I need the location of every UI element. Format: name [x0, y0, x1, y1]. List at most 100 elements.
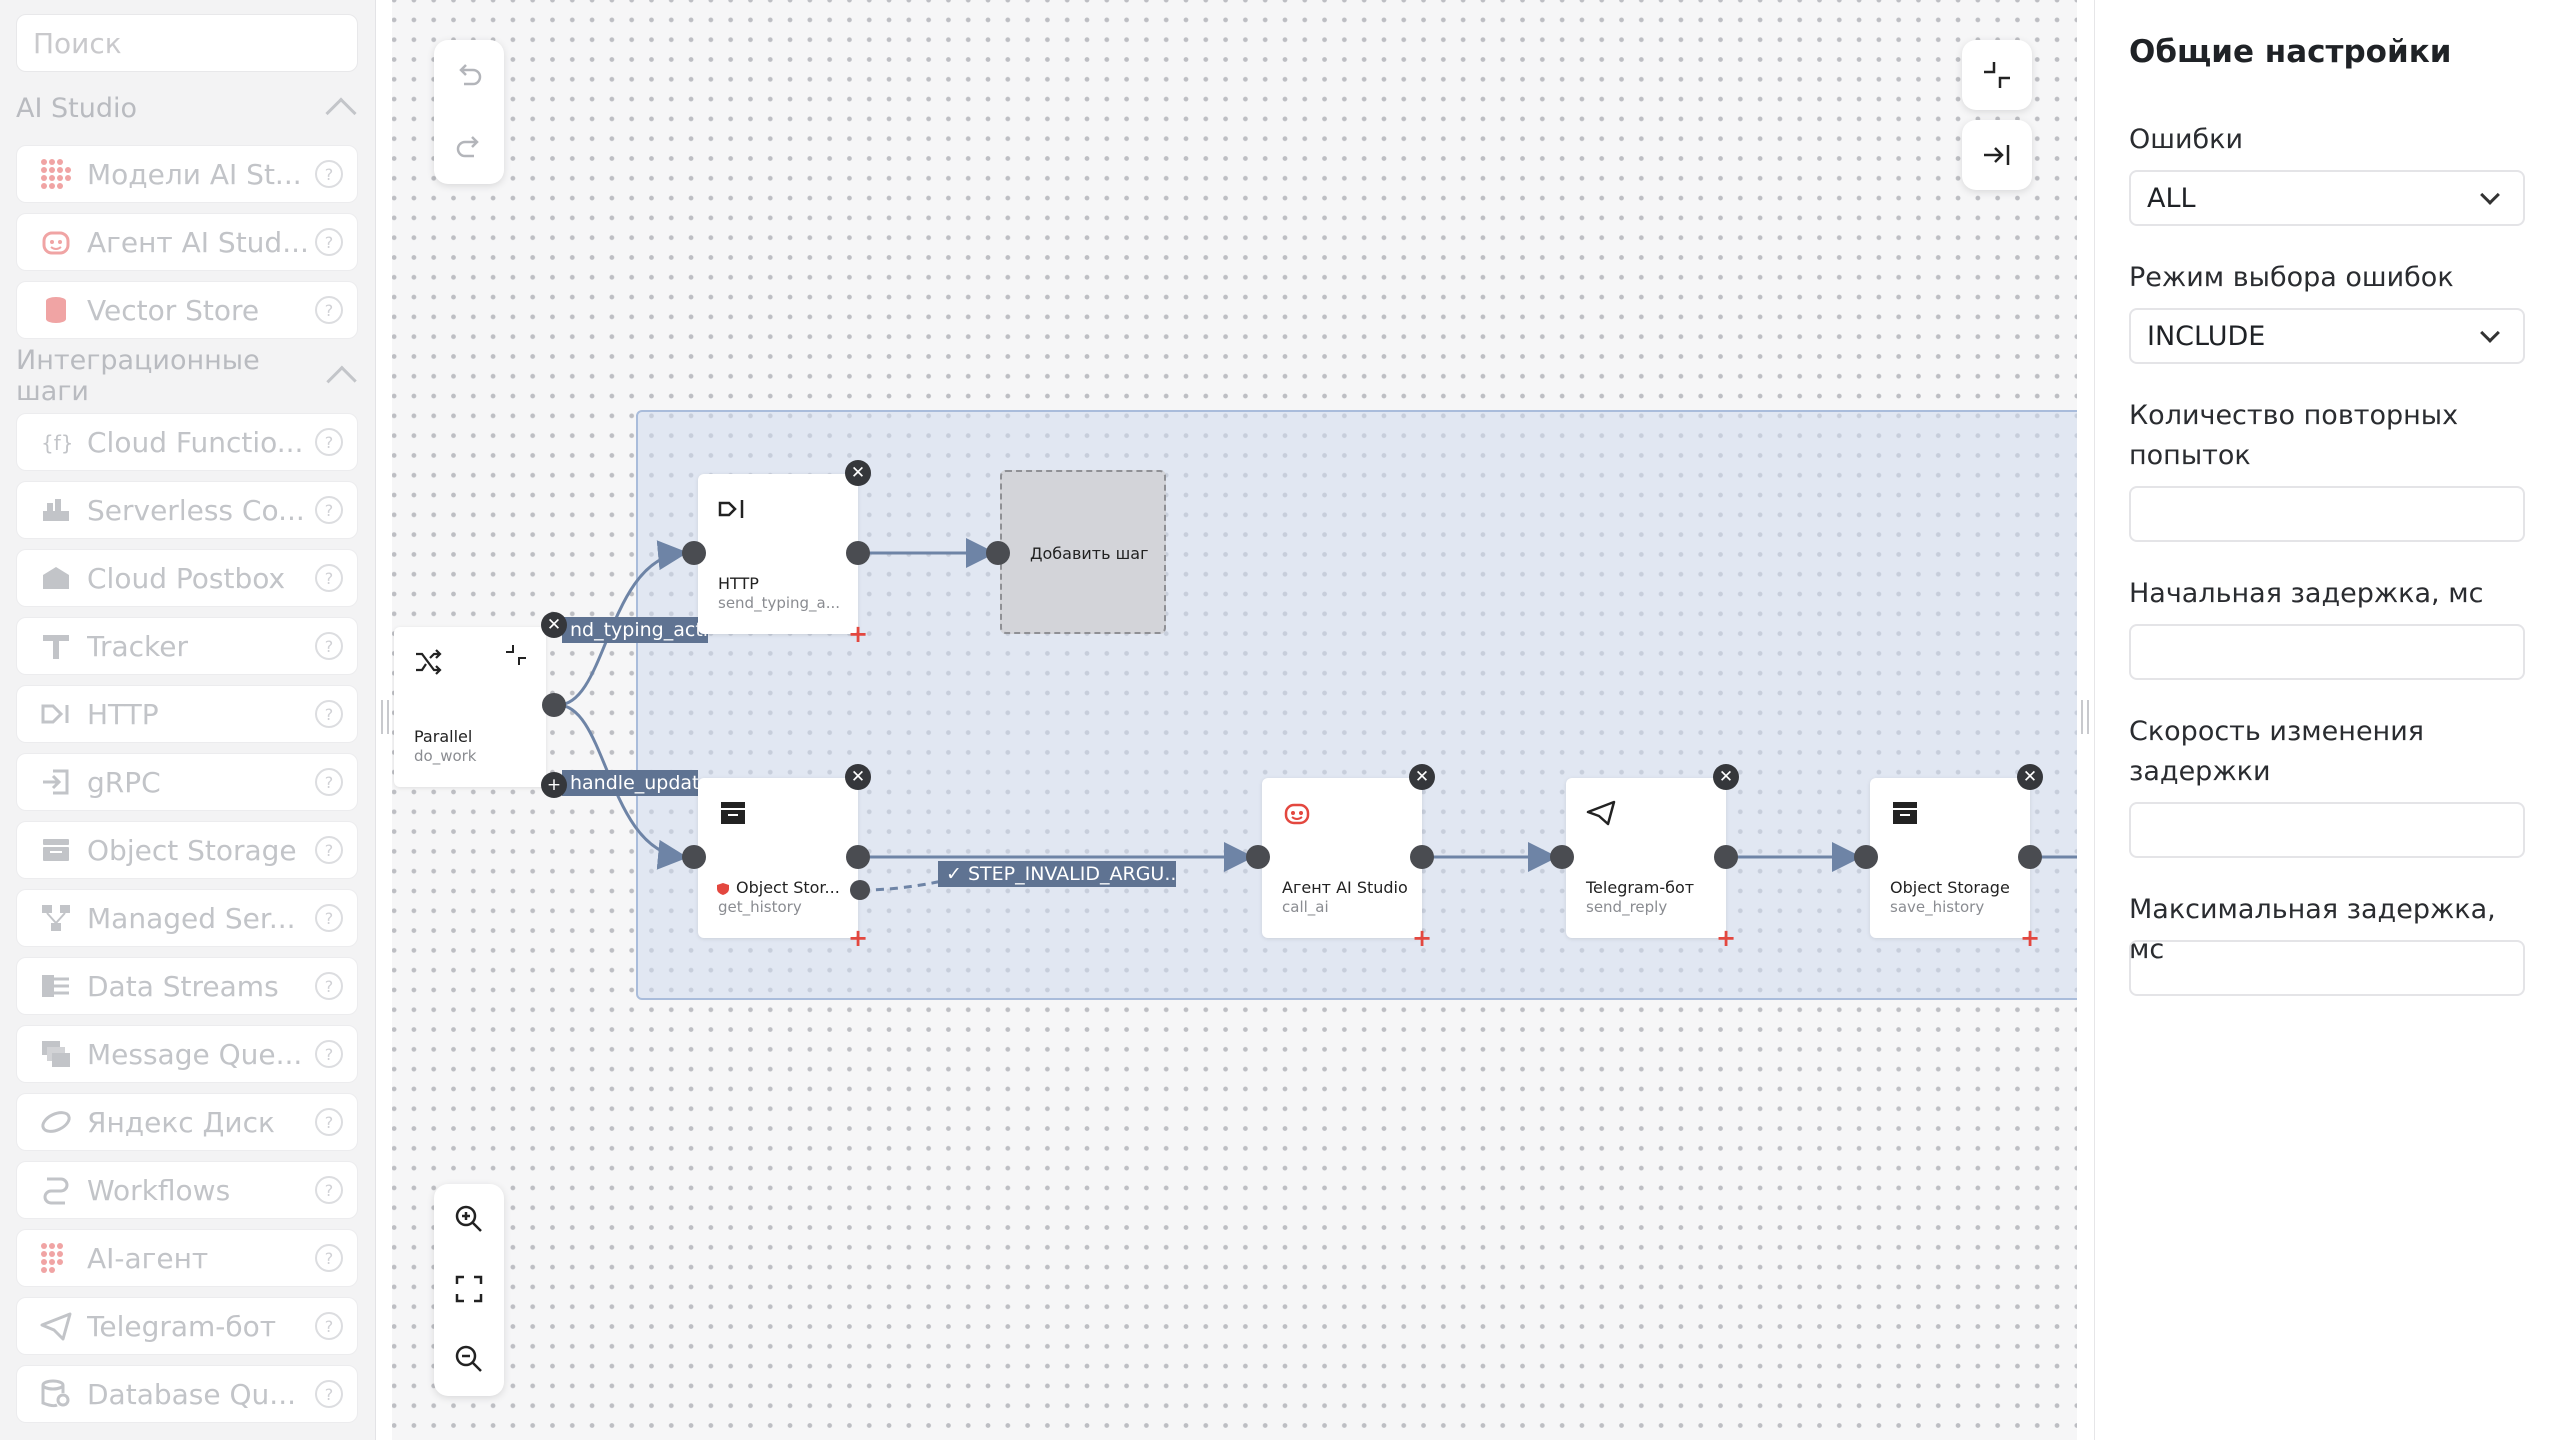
close-icon[interactable]: ✕: [1713, 764, 1739, 790]
palette-item-message-queue[interactable]: Message Que... ?: [16, 1025, 358, 1083]
palette-item-tracker[interactable]: Tracker ?: [16, 617, 358, 675]
palette-item-label: Data Streams: [87, 969, 279, 1003]
hide-panel-button[interactable]: [1962, 120, 2032, 190]
help-icon[interactable]: ?: [315, 1176, 343, 1204]
close-icon[interactable]: ✕: [845, 460, 871, 486]
streams-icon: [39, 969, 73, 1003]
node-subtitle: do_work: [414, 747, 477, 765]
mode-select[interactable]: INCLUDE: [2129, 308, 2525, 364]
palette-item-ai-models[interactable]: Модели AI St... ?: [16, 145, 358, 203]
palette-item-managed-services[interactable]: Managed Ser... ?: [16, 889, 358, 947]
add-branch-icon[interactable]: +: [541, 772, 567, 798]
help-icon[interactable]: ?: [315, 1040, 343, 1068]
input-port[interactable]: [1246, 845, 1270, 869]
help-icon[interactable]: ?: [315, 428, 343, 456]
panel-title: Общие настройки: [2129, 34, 2452, 70]
output-port[interactable]: [1714, 845, 1738, 869]
help-icon[interactable]: ?: [315, 160, 343, 188]
help-icon[interactable]: ?: [315, 228, 343, 256]
palette-item-serverless-containers[interactable]: Serverless Co... ?: [16, 481, 358, 539]
palette-item-database-query[interactable]: Database Qu... ?: [16, 1365, 358, 1423]
collapse-button[interactable]: [1962, 40, 2032, 110]
fit-view-button[interactable]: [434, 1254, 504, 1324]
tracker-icon: [39, 629, 73, 663]
palette-item-yandex-disk[interactable]: Яндекс Диск ?: [16, 1093, 358, 1151]
max-delay-input[interactable]: [2129, 940, 2525, 996]
help-icon[interactable]: ?: [315, 1244, 343, 1272]
add-step-icon[interactable]: +: [1411, 924, 1433, 952]
branch-label[interactable]: nd_typing_actio: [562, 617, 708, 643]
telegram-node[interactable]: Telegram-бот send_reply: [1566, 778, 1726, 938]
paper-plane-icon: [39, 1309, 73, 1343]
retries-input[interactable]: [2129, 486, 2525, 542]
help-icon[interactable]: ?: [315, 768, 343, 796]
error-edge-label[interactable]: ✓ STEP_INVALID_ARGU...: [938, 861, 1176, 887]
right-resize-handle[interactable]: [2081, 700, 2089, 734]
redo-button[interactable]: [434, 110, 504, 180]
parallel-node[interactable]: Parallel do_work: [394, 627, 546, 787]
collapse-icon: [1962, 40, 2032, 110]
save-history-node[interactable]: Object Storage save_history: [1870, 778, 2030, 938]
help-icon[interactable]: ?: [315, 564, 343, 592]
add-step-icon[interactable]: +: [2019, 924, 2041, 952]
error-port[interactable]: [850, 880, 870, 900]
get-history-node[interactable]: Object Stor... get_history: [698, 778, 858, 938]
help-icon[interactable]: ?: [315, 700, 343, 728]
palette-item-vector-store[interactable]: Vector Store ?: [16, 281, 358, 339]
agent-node[interactable]: Агент AI Studio call_ai: [1262, 778, 1422, 938]
close-icon[interactable]: ✕: [845, 764, 871, 790]
group-integration-header[interactable]: Интеграционные шаги: [16, 345, 358, 407]
output-port[interactable]: [542, 693, 566, 717]
output-port[interactable]: [1410, 845, 1434, 869]
help-icon[interactable]: ?: [315, 1108, 343, 1136]
add-step-placeholder[interactable]: Добавить шаг: [1000, 470, 1166, 634]
add-step-icon[interactable]: +: [847, 924, 869, 952]
add-step-icon[interactable]: +: [1715, 924, 1737, 952]
node-title: Агент AI Studio: [1282, 878, 1408, 897]
add-step-icon[interactable]: +: [847, 620, 869, 648]
palette-item-object-storage[interactable]: Object Storage ?: [16, 821, 358, 879]
help-icon[interactable]: ?: [315, 1312, 343, 1340]
close-icon[interactable]: ✕: [2017, 764, 2043, 790]
workflow-canvas[interactable]: Parallel do_work nd_typing_actio ✕ handl…: [392, 0, 2077, 1440]
help-icon[interactable]: ?: [315, 1380, 343, 1408]
palette-item-grpc[interactable]: gRPC ?: [16, 753, 358, 811]
palette-item-http[interactable]: HTTP ?: [16, 685, 358, 743]
palette-item-ai-agent[interactable]: AI-агент ?: [16, 1229, 358, 1287]
help-icon[interactable]: ?: [315, 836, 343, 864]
palette-item-cloud-postbox[interactable]: Cloud Postbox ?: [16, 549, 358, 607]
left-resize-handle[interactable]: [381, 700, 389, 734]
palette-item-data-streams[interactable]: Data Streams ?: [16, 957, 358, 1015]
input-port[interactable]: [1550, 845, 1574, 869]
output-port[interactable]: [846, 845, 870, 869]
chevron-down-icon: [2480, 323, 2500, 343]
zoom-out-button[interactable]: [434, 1324, 504, 1394]
http-node[interactable]: HTTP send_typing_a...: [698, 474, 858, 634]
input-port[interactable]: [1854, 845, 1878, 869]
palette-item-telegram-bot[interactable]: Telegram-бот ?: [16, 1297, 358, 1355]
output-port[interactable]: [846, 541, 870, 565]
input-port[interactable]: [682, 541, 706, 565]
help-icon[interactable]: ?: [315, 632, 343, 660]
add-step-label: Добавить шаг: [1030, 544, 1149, 563]
undo-button[interactable]: [434, 40, 504, 110]
close-icon[interactable]: ✕: [1409, 764, 1435, 790]
input-port[interactable]: [986, 541, 1010, 565]
branch-label[interactable]: handle_update: [562, 770, 698, 796]
close-icon[interactable]: ✕: [541, 612, 567, 638]
help-icon[interactable]: ?: [315, 904, 343, 932]
output-port[interactable]: [2018, 845, 2042, 869]
palette-item-workflows[interactable]: Workflows ?: [16, 1161, 358, 1219]
group-ai-studio-header[interactable]: AI Studio: [16, 86, 358, 130]
help-icon[interactable]: ?: [315, 296, 343, 324]
errors-select[interactable]: ALL: [2129, 170, 2525, 226]
palette-item-agent[interactable]: Агент AI Stud... ?: [16, 213, 358, 271]
palette-item-cloud-functions[interactable]: {f} Cloud Functio... ?: [16, 413, 358, 471]
help-icon[interactable]: ?: [315, 972, 343, 1000]
help-icon[interactable]: ?: [315, 496, 343, 524]
initial-delay-input[interactable]: [2129, 624, 2525, 680]
zoom-in-button[interactable]: [434, 1184, 504, 1254]
input-port[interactable]: [682, 845, 706, 869]
search-input[interactable]: Поиск: [16, 14, 358, 72]
delay-rate-input[interactable]: [2129, 802, 2525, 858]
